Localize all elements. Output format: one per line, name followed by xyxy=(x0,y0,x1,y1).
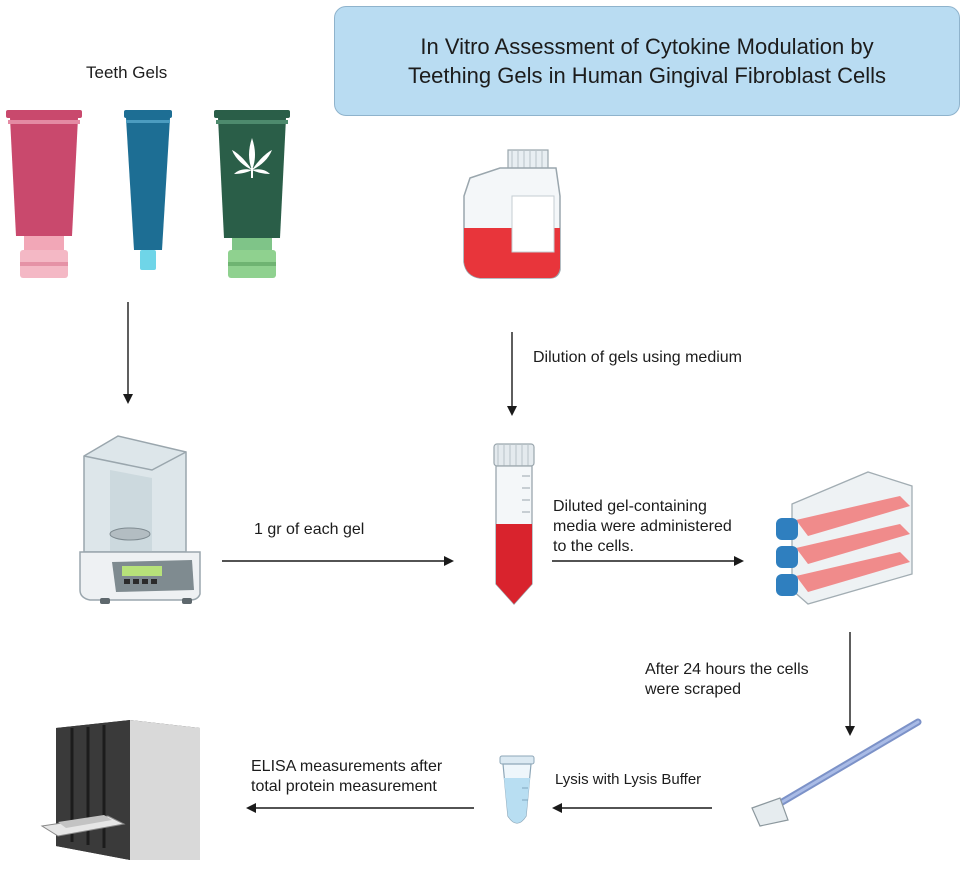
elisa-line-1: ELISA measurements after xyxy=(251,758,443,775)
microtube-icon xyxy=(499,755,535,824)
falcon-tube-icon xyxy=(493,443,535,605)
teeth-gels-label: Teeth Gels xyxy=(86,63,168,82)
blue-gel-tube-icon xyxy=(124,110,172,270)
elisa-line-2: total protein measurement xyxy=(251,778,437,795)
administered-line-2: media were administered xyxy=(553,518,732,535)
scraped-label: After 24 hours the cells were scraped xyxy=(645,660,809,700)
scraped-line-2: were scraped xyxy=(645,681,742,698)
title-line-1: In Vitro Assessment of Cytokine Modulati… xyxy=(420,34,874,59)
one-gram-label: 1 gr of each gel xyxy=(254,521,365,538)
leaf-icon xyxy=(232,138,272,178)
green-gel-tube-icon xyxy=(214,110,290,278)
plate-reader-icon xyxy=(40,720,200,860)
administered-label: Diluted gel-containing media were admini… xyxy=(553,497,732,557)
analytical-balance-icon xyxy=(79,435,201,604)
elisa-label: ELISA measurements after total protein m… xyxy=(251,757,442,797)
scraped-line-1: After 24 hours the cells xyxy=(645,661,809,678)
medium-bottle-icon xyxy=(463,149,561,279)
culture-flasks-icon xyxy=(776,471,913,605)
administered-line-1: Diluted gel-containing xyxy=(553,498,707,515)
dilution-label: Dilution of gels using medium xyxy=(533,349,742,366)
title-line-2: Teething Gels in Human Gingival Fibrobla… xyxy=(407,63,887,88)
pink-gel-tube-icon xyxy=(6,110,82,278)
title-box: In Vitro Assessment of Cytokine Modulati… xyxy=(334,6,960,116)
administered-line-3: to the cells. xyxy=(553,538,634,555)
cell-scraper-icon xyxy=(751,718,922,827)
lysis-label: Lysis with Lysis Buffer xyxy=(555,771,702,788)
